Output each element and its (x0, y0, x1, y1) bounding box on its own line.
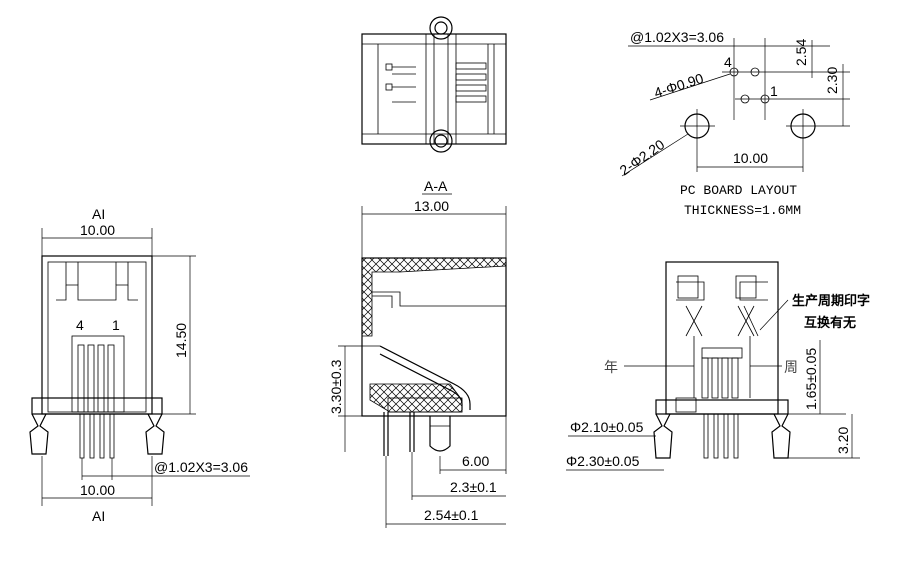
week-label: 周 (784, 359, 798, 375)
width-top: 10.00 (80, 222, 115, 238)
layout-pitch-label: @1.02X3=3.06 (630, 29, 724, 45)
offset-2-54: 2.54±0.1 (424, 507, 479, 523)
pc-board-layout: @1.02X3=3.06 4 1 4-Φ0.90 2-Φ2.20 2.54 2.… (617, 29, 850, 218)
height-3-30: 3.30±0.3 (328, 359, 344, 414)
layout-title: PC BOARD LAYOUT (680, 183, 797, 198)
contact-fingers (455, 62, 487, 103)
section-top-label: AI (92, 206, 105, 222)
small-holes-label: 4-Φ0.90 (652, 70, 706, 101)
pitch-label: @1.02X3=3.06 (154, 459, 248, 475)
layout-thickness: THICKNESS=1.6MM (684, 203, 801, 218)
rear-view: 生产周期印字 互换有无 年 周 1.65±0.05 3.20 Φ2.10±0.0… (566, 261, 870, 471)
layout-pin4-label: 4 (724, 54, 732, 70)
dim-2-54: 2.54 (793, 39, 809, 66)
large-holes-label: 2-Φ2.20 (617, 136, 668, 178)
section-view: A-A 13.00 3.30±0.3 (328, 178, 507, 528)
height-right: 14.50 (173, 323, 189, 358)
dim-3-20: 3.20 (835, 427, 851, 454)
dim-2-10: Φ2.10±0.05 (570, 419, 644, 435)
dim-2-30: 2.30 (824, 67, 840, 94)
section-bottom-label: AI (92, 508, 105, 524)
front-view: AI 10.00 4 1 14.50 (29, 206, 250, 524)
dim-10-layout: 10.00 (733, 150, 768, 166)
offset-6-00: 6.00 (462, 453, 489, 469)
width-bottom: 10.00 (80, 482, 115, 498)
dim-2-30-dia: Φ2.30±0.05 (566, 453, 640, 469)
note-date-code: 生产周期印字 (792, 293, 870, 308)
note-interchange: 互换有无 (804, 315, 856, 330)
pin-label-4: 4 (76, 317, 84, 333)
pin-label-1: 1 (112, 317, 120, 333)
year-label: 年 (604, 359, 618, 375)
depth-label: 13.00 (414, 198, 449, 214)
layout-pin1-label: 1 (770, 83, 778, 99)
dim-1-65: 1.65±0.05 (803, 348, 819, 410)
offset-2-3: 2.3±0.1 (450, 479, 497, 495)
section-title: A-A (424, 178, 448, 194)
top-view (361, 16, 507, 153)
